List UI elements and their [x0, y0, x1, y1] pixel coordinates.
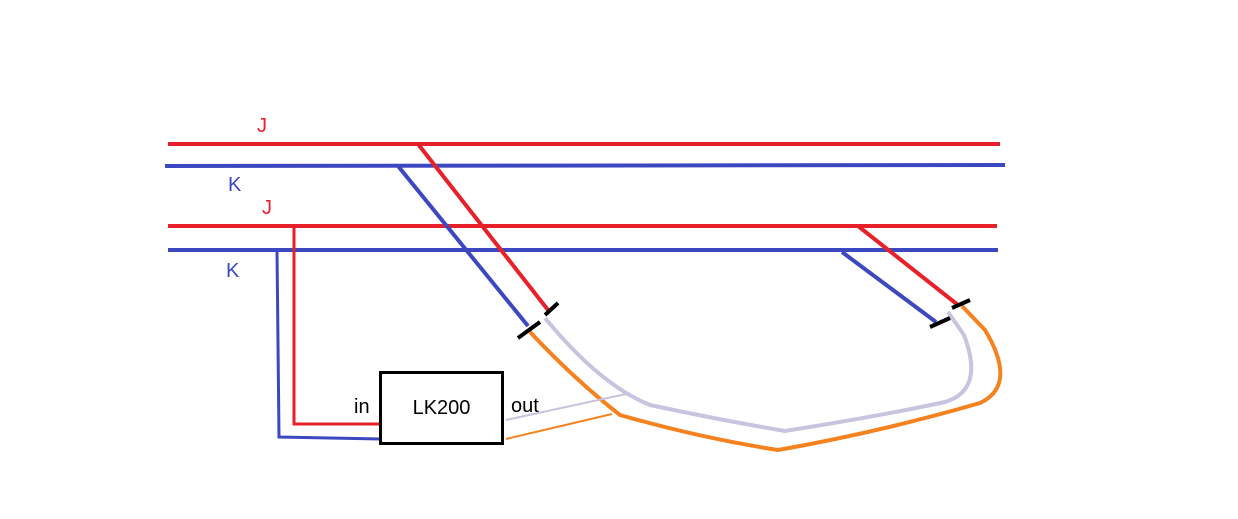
- lower-j-label: J: [262, 197, 272, 219]
- module-input-label: in: [354, 396, 370, 418]
- loop-outer-rail: [528, 304, 1003, 452]
- right-branch-red: [856, 224, 960, 307]
- left-branch-blue: [396, 164, 530, 328]
- left-insulator-1: [516, 320, 542, 340]
- right-insulator-2: [951, 298, 971, 310]
- upper-j-label: J: [257, 115, 267, 137]
- output-feeder-lavender: [505, 393, 627, 421]
- upper-k-label: K: [228, 174, 242, 196]
- left-branch-red: [416, 142, 550, 312]
- module-output-label: out: [511, 395, 539, 417]
- module-name: LK200: [412, 396, 471, 419]
- loop-inner-rail: [543, 310, 974, 433]
- upper-k-rail: [164, 163, 1006, 168]
- right-branch-blue: [840, 250, 938, 324]
- right-insulator-1: [929, 316, 951, 329]
- left-insulator-2: [543, 301, 560, 317]
- output-feeder-orange: [505, 413, 613, 440]
- lk200-module: LK200: [379, 371, 504, 445]
- input-feeder-red: [292, 226, 381, 426]
- input-feeder-blue: [275, 249, 382, 441]
- lower-k-label: K: [226, 260, 240, 282]
